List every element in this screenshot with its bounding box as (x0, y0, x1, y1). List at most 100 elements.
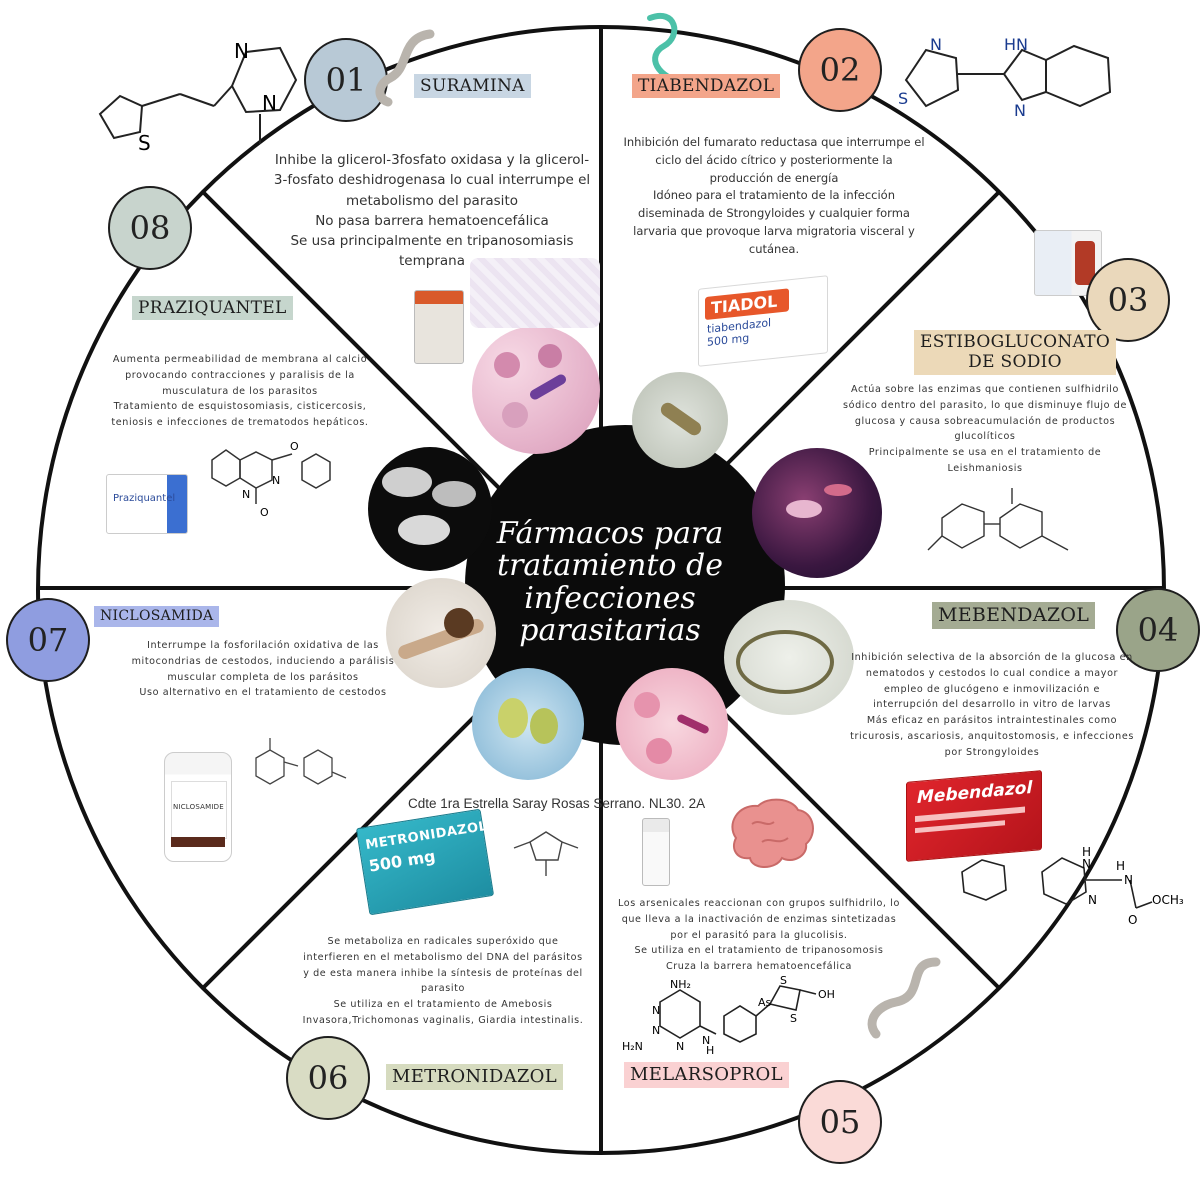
praziquantel-label: PRAZIQUANTEL (132, 296, 293, 321)
desc-line: parasito (421, 983, 465, 995)
worm-icon (375, 29, 435, 107)
desc-line: glucosa y causa sobreacumulación de prod… (854, 415, 1116, 427)
niclosamide-bottle: NICLOSAMIDE (164, 752, 232, 862)
praziquantel-description: Aumenta permeabilidad de membrana al cal… (92, 352, 388, 431)
section-number-07: 07 (6, 598, 90, 682)
desc-line: Inhibición selectiva de la absorción de … (851, 652, 1133, 663)
desc-line: por el parasitó para la glucolisis. (670, 929, 848, 941)
atom-label: S (898, 89, 908, 108)
section-number-06: 06 (286, 1036, 370, 1120)
desc-line: por Strongyloides (944, 746, 1040, 758)
atom-label: N (242, 488, 250, 501)
estibogluconato-label: ESTIBOGLUCONATO DE SODIO (914, 330, 1117, 375)
mebendazol-structure: H N N H N OCH₃ O (961, 845, 1184, 927)
desc-line: Idóneo para el tratamiento de la infecci… (653, 188, 895, 203)
atom-label: H (706, 1044, 714, 1056)
atom-label: N (1082, 857, 1091, 871)
atom-label: S (790, 1012, 797, 1025)
desc-line: Se usa principalmente en tripanosomiasis (290, 233, 574, 249)
melarsoprol-structure: NH₂ N N N H₂N N H S As S OH (622, 976, 835, 1056)
desc-line: Cruza la barrera hematoencefálica (665, 961, 853, 973)
tiabendazol-structure: N S HN N (898, 35, 1112, 120)
desc-line: musculatura de los parasitos (162, 385, 318, 397)
desc-line: producción de energía (709, 170, 839, 185)
suramina-description: Inhibe la glicerol-3fosfato oxidasa y la… (262, 150, 602, 272)
tapeworm-image (386, 578, 496, 688)
desc-line: 3-fosfato deshidrogenasa lo cual interru… (273, 172, 591, 189)
atom-label: N (234, 39, 249, 63)
desc-line: tricurosis, ascariosis, anquitostomosis,… (850, 731, 1134, 743)
desc-line: Actúa sobre las enzimas que contienen su… (851, 384, 1119, 395)
desc-line: Aumenta permeabilidad de membrana al cal… (112, 354, 368, 365)
desc-line: Se utiliza en el tratamiento de tripanos… (634, 945, 884, 957)
atom-label: N (1124, 873, 1133, 887)
atom-label: H (1116, 859, 1125, 873)
schistosoma-egg-image (368, 447, 492, 571)
atom-label: OH (818, 988, 835, 1001)
desc-line: Interrumpe la fosforilación oxidativa de… (147, 640, 379, 651)
atom-label: N (1088, 893, 1097, 907)
atom-label: H₂N (622, 1040, 643, 1053)
atom-label: O (290, 440, 299, 453)
suramina-vial-photo (414, 290, 464, 364)
author-credit: Cdte 1ra Estrella Saray Rosas Serrano. N… (408, 796, 706, 811)
niclosamida-description: Interrumpe la fosforilación oxidativa de… (120, 638, 406, 701)
tiabendazol-label: TIABENDAZOL (632, 74, 781, 99)
melarsoprol-label: MELARSOPROL (624, 1062, 789, 1088)
desc-line: interfieren en el metabolismo del DNA de… (303, 951, 583, 963)
desc-line: Inhibición del fumarato reductasa que in… (623, 135, 925, 149)
atom-label: OCH₃ (1152, 893, 1184, 907)
center-title-line: parasitarias (519, 613, 701, 649)
atom-label: As (758, 996, 772, 1009)
desc-line: Leishmaniosis (947, 463, 1023, 475)
atom-label: N (702, 1034, 710, 1047)
section-number-05: 05 (798, 1080, 882, 1164)
desc-line: empleo de glucógeno e inmovilización e (884, 683, 1100, 695)
desc-line: que lleva a la inactivación de enzimas s… (621, 913, 897, 925)
desc-line: nematodos y cestodos lo cual condice a m… (865, 667, 1119, 679)
niclosamida-structure (255, 738, 347, 785)
desc-line: Inhibe la glicerol-3fosfato oxidasa y la… (274, 152, 590, 168)
desc-line: Invasora,Trichomonas vaginalis, Giardia … (302, 1015, 584, 1027)
desc-line: temprana (399, 253, 465, 270)
desc-line: metabolismo del parasito (345, 192, 518, 209)
section-number-08: 08 (108, 186, 192, 270)
metronidazol-structure (513, 831, 579, 876)
desc-line: Más eficaz en parásitos intraintestinale… (866, 715, 1118, 727)
desc-line: Se utiliza en el tratamiento de Amebosis (333, 999, 553, 1011)
atom-label: N (652, 1004, 660, 1017)
section-number-02: 02 (798, 28, 882, 112)
melarsoprol-vial-photo (642, 818, 670, 886)
desc-line: No pasa barrera hematoencefálica (315, 212, 549, 229)
atom-label: N (1014, 101, 1026, 120)
metronidazol-description: Se metaboliza en radicales superóxido qu… (290, 934, 596, 1029)
giardia-image (472, 668, 584, 780)
desc-line: ciclo del ácido cítrico y posteriormente… (655, 152, 893, 167)
atom-label: O (1128, 913, 1137, 927)
brain-icon (731, 798, 814, 868)
center-title-line: infecciones (524, 580, 696, 616)
label-line: DE SODIO (968, 352, 1062, 373)
desc-line: larvaria que provoque larva migratoria v… (633, 224, 915, 239)
desc-line: teniosis e infecciones de trematodos hep… (111, 417, 369, 429)
desc-line: Se metaboliza en radicales superóxido qu… (327, 936, 559, 947)
blood-smear-image (472, 326, 600, 454)
package-brand: Mebendazol (917, 777, 1033, 808)
package-brand: NICLOSAMIDE (173, 803, 224, 811)
nematode-image (724, 600, 854, 715)
section-number-04: 04 (1116, 588, 1200, 672)
niclosamida-label: NICLOSAMIDA (94, 606, 220, 627)
larva-microscopy-image (632, 372, 728, 468)
desc-line: cutánea. (748, 241, 800, 256)
trypanosoma-cycle-diagram (470, 258, 600, 328)
desc-line: provocando contracciones y paralisis de … (125, 369, 355, 381)
tiabendazol-description: Inhibición del fumarato reductasa que in… (604, 134, 944, 259)
atom-label: S (138, 131, 151, 155)
section-number-01: 01 (304, 38, 388, 122)
metronidazol-label: METRONIDAZOL (386, 1064, 563, 1090)
mebendazol-label: MEBENDAZOL (932, 602, 1096, 629)
desc-line: Tratamiento de esquistosomiasis, cistice… (113, 401, 367, 413)
desc-line: Uso alternativo en el tratamiento de ces… (139, 687, 387, 699)
tiadol-package: TIADOL tiabendazol 500 mg (698, 275, 828, 367)
desc-line: mitocondrias de cestodos, induciendo a p… (131, 655, 395, 667)
